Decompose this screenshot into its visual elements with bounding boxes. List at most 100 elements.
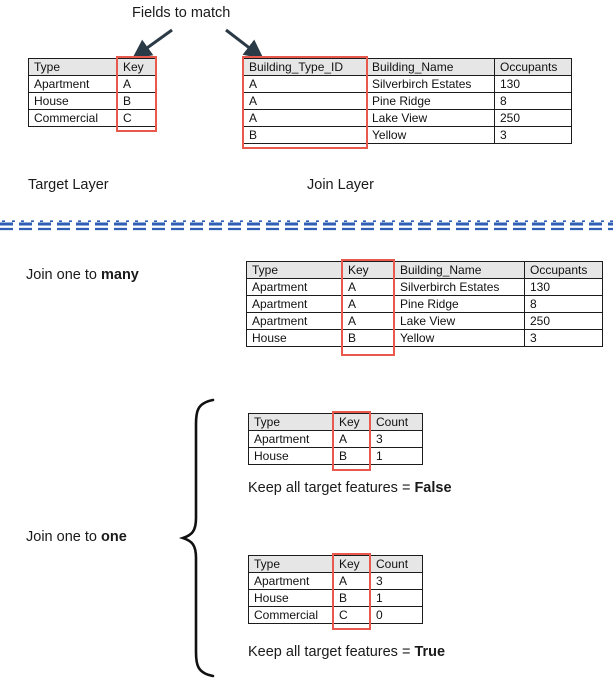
join-one-to-one-emphasis: one: [100, 529, 127, 545]
arrow-to-target-key: [132, 28, 173, 59]
cell-type: House: [248, 447, 334, 465]
column-header: Type: [248, 413, 334, 431]
cell-occupants: 3: [524, 329, 603, 347]
column-header: Type: [28, 58, 118, 76]
cell-key: A: [342, 295, 395, 313]
one-to-many-result-table: Type Key Building_Name Occupants Apartme…: [246, 261, 603, 347]
join-one-to-many-emphasis: many: [100, 267, 139, 283]
column-header: Building_Type_ID: [243, 58, 367, 76]
cell-building-name: Yellow: [394, 329, 525, 347]
one-to-one-true-table: Type Key Count Apartment A 3 House B 1 C…: [248, 555, 423, 624]
cell-occupants: 130: [524, 278, 603, 296]
cell-building-type-id: A: [243, 92, 367, 110]
cell-key: A: [342, 312, 395, 330]
keep-all-true-caption: Keep all target features = True: [248, 644, 446, 661]
cell-type: House: [28, 92, 118, 110]
cell-occupants: 250: [494, 109, 572, 127]
table-header-row: Type Key: [28, 58, 157, 76]
cell-type: Commercial: [248, 606, 334, 624]
keep-all-true-prefix: Keep all target features =: [248, 644, 415, 660]
column-header: Type: [248, 555, 334, 573]
one-to-one-false-table: Type Key Count Apartment A 3 House B 1: [248, 413, 423, 465]
column-header: Occupants: [524, 261, 603, 279]
table-row: Apartment A 3: [248, 430, 423, 448]
arrow-to-join-key: [225, 28, 264, 59]
cell-key: B: [117, 92, 157, 110]
column-header: Building_Name: [394, 261, 525, 279]
table-row: House B 1: [248, 589, 423, 607]
cell-type: Apartment: [246, 278, 343, 296]
cell-type: Apartment: [248, 572, 334, 590]
cell-occupants: 8: [524, 295, 603, 313]
cell-key: A: [117, 75, 157, 93]
section-divider: [0, 219, 613, 231]
cell-occupants: 8: [494, 92, 572, 110]
table-header-row: Type Key Count: [248, 413, 423, 431]
cell-type: Commercial: [28, 109, 118, 127]
table-row: A Pine Ridge 8: [243, 92, 572, 110]
cell-key: A: [333, 572, 371, 590]
cell-building-type-id: A: [243, 75, 367, 93]
cell-count: 0: [370, 606, 423, 624]
table-header-row: Type Key Count: [248, 555, 423, 573]
table-row: A Silverbirch Estates 130: [243, 75, 572, 93]
column-header: Occupants: [494, 58, 572, 76]
table-row: Apartment A Pine Ridge 8: [246, 295, 603, 313]
join-one-to-one-prefix: Join one to: [26, 529, 101, 545]
cell-type: Apartment: [246, 295, 343, 313]
keep-all-false-value: False: [414, 480, 452, 496]
cell-type: Apartment: [246, 312, 343, 330]
column-header: Building_Name: [366, 58, 495, 76]
cell-type: House: [246, 329, 343, 347]
cell-count: 3: [370, 430, 423, 448]
cell-count: 1: [370, 589, 423, 607]
target-layer-caption: Target Layer: [28, 177, 109, 193]
cell-occupants: 3: [494, 126, 572, 144]
table-row: Apartment A: [28, 75, 157, 93]
table-row: House B 1: [248, 447, 423, 465]
table-row: Commercial C: [28, 109, 157, 127]
target-layer-table: Type Key Apartment A House B Commercial …: [28, 58, 157, 127]
table-row: Commercial C 0: [248, 606, 423, 624]
table-row: Apartment A Lake View 250: [246, 312, 603, 330]
cell-building-name: Silverbirch Estates: [394, 278, 525, 296]
column-header: Count: [370, 555, 423, 573]
table-row: A Lake View 250: [243, 109, 572, 127]
table-row: B Yellow 3: [243, 126, 572, 144]
table-row: Apartment A 3: [248, 572, 423, 590]
column-header: Key: [117, 58, 157, 76]
cell-building-type-id: B: [243, 126, 367, 144]
cell-count: 3: [370, 572, 423, 590]
join-one-to-one-label: Join one to one: [26, 529, 127, 546]
cell-building-name: Lake View: [394, 312, 525, 330]
column-header: Count: [370, 413, 423, 431]
cell-key: B: [333, 589, 371, 607]
table-row: House B: [28, 92, 157, 110]
cell-occupants: 250: [524, 312, 603, 330]
column-header: Type: [246, 261, 343, 279]
cell-key: C: [117, 109, 157, 127]
cell-building-name: Silverbirch Estates: [366, 75, 495, 93]
curly-brace: [178, 398, 215, 678]
fields-to-match-label: Fields to match: [132, 5, 231, 21]
cell-building-name: Pine Ridge: [366, 92, 495, 110]
keep-all-true-value: True: [414, 644, 446, 660]
cell-key: A: [342, 278, 395, 296]
cell-key: B: [342, 329, 395, 347]
cell-key: B: [333, 447, 371, 465]
join-one-to-many-prefix: Join one to: [26, 267, 101, 283]
table-header-row: Type Key Building_Name Occupants: [246, 261, 603, 279]
table-row: Apartment A Silverbirch Estates 130: [246, 278, 603, 296]
keep-all-false-caption: Keep all target features = False: [248, 480, 452, 497]
cell-building-name: Yellow: [366, 126, 495, 144]
cell-type: Apartment: [28, 75, 118, 93]
cell-key: C: [333, 606, 371, 624]
cell-key: A: [333, 430, 371, 448]
keep-all-false-prefix: Keep all target features =: [248, 480, 415, 496]
table-row: House B Yellow 3: [246, 329, 603, 347]
cell-building-name: Lake View: [366, 109, 495, 127]
cell-type: House: [248, 589, 334, 607]
column-header: Key: [333, 413, 371, 431]
column-header: Key: [333, 555, 371, 573]
